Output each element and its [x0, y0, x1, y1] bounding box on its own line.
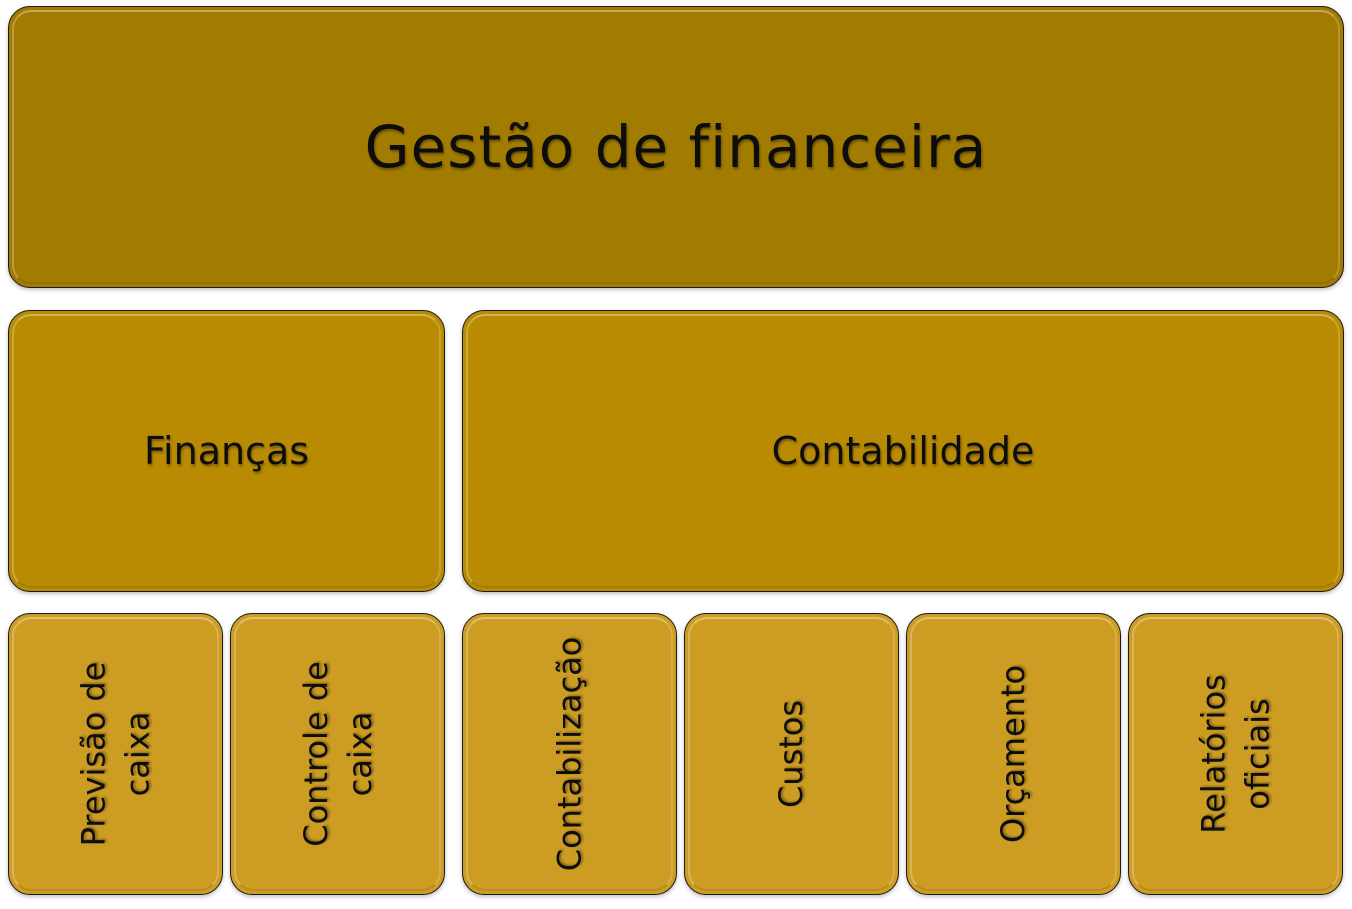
branch-label-financas: Finanças — [143, 429, 310, 473]
root-label: Gestão de financeira — [364, 113, 988, 181]
leaf-label-previsao-de-caixa: Previsão de caixa — [74, 661, 157, 847]
branch-node-contabilidade: Contabilidade — [462, 310, 1344, 592]
leaf-label-orcamento: Orçamento — [994, 664, 1033, 844]
leaf-node-previsao-de-caixa: Previsão de caixa — [8, 613, 223, 895]
root-node: Gestão de financeira — [8, 6, 1344, 288]
leaf-node-custos: Custos — [684, 613, 899, 895]
leaf-label-contabilizacao: Contabilização — [550, 636, 589, 872]
leaf-label-controle-de-caixa: Controle de caixa — [296, 661, 379, 847]
leaf-node-controle-de-caixa: Controle de caixa — [230, 613, 445, 895]
leaf-label-custos: Custos — [772, 699, 811, 809]
leaf-node-orcamento: Orçamento — [906, 613, 1121, 895]
branch-label-contabilidade: Contabilidade — [771, 429, 1035, 473]
leaf-label-relatorios-oficiais: Relatórios oficiais — [1194, 674, 1277, 834]
leaf-node-contabilizacao: Contabilização — [462, 613, 677, 895]
leaf-node-relatorios-oficiais: Relatórios oficiais — [1128, 613, 1343, 895]
branch-node-financas: Finanças — [8, 310, 445, 592]
